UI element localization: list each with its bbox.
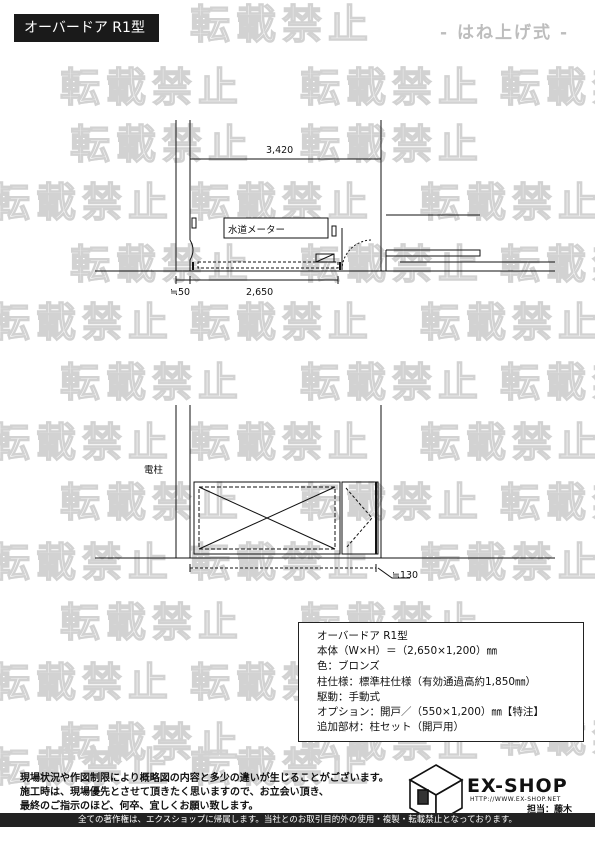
spec-box: オーバードア R1型 本体（W×H）＝（2,650×1,200）㎜ 色：ブロンズ… (298, 622, 584, 742)
watermark-text: 転載禁止 (189, 1, 374, 48)
watermark-text: 転載禁止 (499, 479, 595, 526)
product-type-label: - はね上げ式 - (440, 23, 569, 43)
watermark-text: 転載禁止 (299, 64, 484, 111)
elev-offset-dimension: ≒130 (392, 570, 419, 581)
watermark-text: 転載禁止 (0, 179, 174, 226)
watermark-text: 転載禁止 (59, 359, 244, 406)
watermark-text: 転載禁止 (419, 539, 595, 586)
spec-line: オプション：開戸／（550×1,200）㎜【特注】 (317, 706, 544, 719)
watermark-text: 転載禁止 (0, 419, 174, 466)
watermark-text: 転載禁止 (499, 241, 595, 288)
watermark-text: 転載禁止 (69, 241, 254, 288)
spec-line: 駆動：手動式 (317, 690, 380, 703)
watermark-text: 転載禁止 (499, 64, 595, 111)
plan-gate-bar (197, 261, 339, 269)
watermark-text: 転載禁止 (59, 719, 244, 766)
watermark-text: 転載禁止 (189, 299, 374, 346)
watermark-text: 転載禁止 (59, 599, 244, 646)
watermark-text: 転載禁止 (419, 419, 595, 466)
plan-left-offset: ≒50 (170, 287, 191, 298)
watermark-text: 転載禁止 (189, 419, 374, 466)
page-title: オーバードア R1型 (14, 14, 159, 42)
disclaimer-line: 現場状況や作図制限により概略図の内容と多少の違いが生じることがございます。 (20, 773, 389, 784)
watermark-text: 転載禁止 (299, 359, 484, 406)
disclaimer-line: 最終のご指示のほど、何卒、宜しくお願い致します。 (20, 801, 259, 812)
spec-line: 本体（W×H）＝（2,650×1,200）㎜ (317, 645, 497, 658)
logo-url: HTTP://WWW.EX-SHOP.NET (470, 796, 561, 803)
plan-width-dimension: 3,420 (266, 145, 294, 156)
logo-name: EX-SHOP (467, 775, 568, 797)
elev-side-door (341, 481, 379, 555)
spec-line: 色：ブロンズ (317, 660, 380, 673)
watermark-text: 転載禁止 (419, 179, 595, 226)
watermark-text: 転載禁止 (299, 121, 484, 168)
spec-line: 追加部材：柱セット（開戸用） (317, 721, 464, 734)
spec-line: 柱仕様：標準柱仕様（有効通過高約1,850㎜） (317, 675, 537, 688)
elev-gate-frame (193, 481, 341, 555)
plan-meter-callout (223, 217, 329, 239)
watermark-text: 転載禁止 (419, 299, 595, 346)
plan-opening-dimension: 2,650 (246, 287, 274, 298)
watermark-text: 転載禁止 (0, 299, 174, 346)
plan-door-swing (341, 239, 373, 271)
watermark-text: 転載禁止 (189, 539, 374, 586)
watermark-text: 転載禁止 (0, 659, 174, 706)
watermark-text: 転載禁止 (499, 359, 595, 406)
utility-pole-label: 電柱 (144, 465, 164, 476)
person-in-charge: 担当：藤木 (527, 805, 573, 815)
disclaimer-line: 施工時は、現場優先とさせて頂きたく思いますので、お立会い頂き、 (20, 787, 329, 798)
copyright-footer: 全ての著作権は、エクスショップに帰属します。当社とのお取引目的外の使用・複製・転… (0, 813, 595, 827)
water-meter-label: 水道メーター (228, 225, 286, 236)
spec-line: オーバードア R1型 (317, 630, 408, 642)
watermark-text: 転載禁止 (69, 121, 254, 168)
watermark-text: 転載禁止 (299, 479, 484, 526)
watermark-text: 転載禁止 (0, 744, 174, 791)
watermark-text: 転載禁止 (299, 241, 484, 288)
watermark-text: 転載禁止 (0, 539, 174, 586)
plan-water-meter (315, 253, 335, 263)
watermark-text: 転載禁止 (189, 744, 374, 791)
watermark-text: 転載禁止 (59, 64, 244, 111)
